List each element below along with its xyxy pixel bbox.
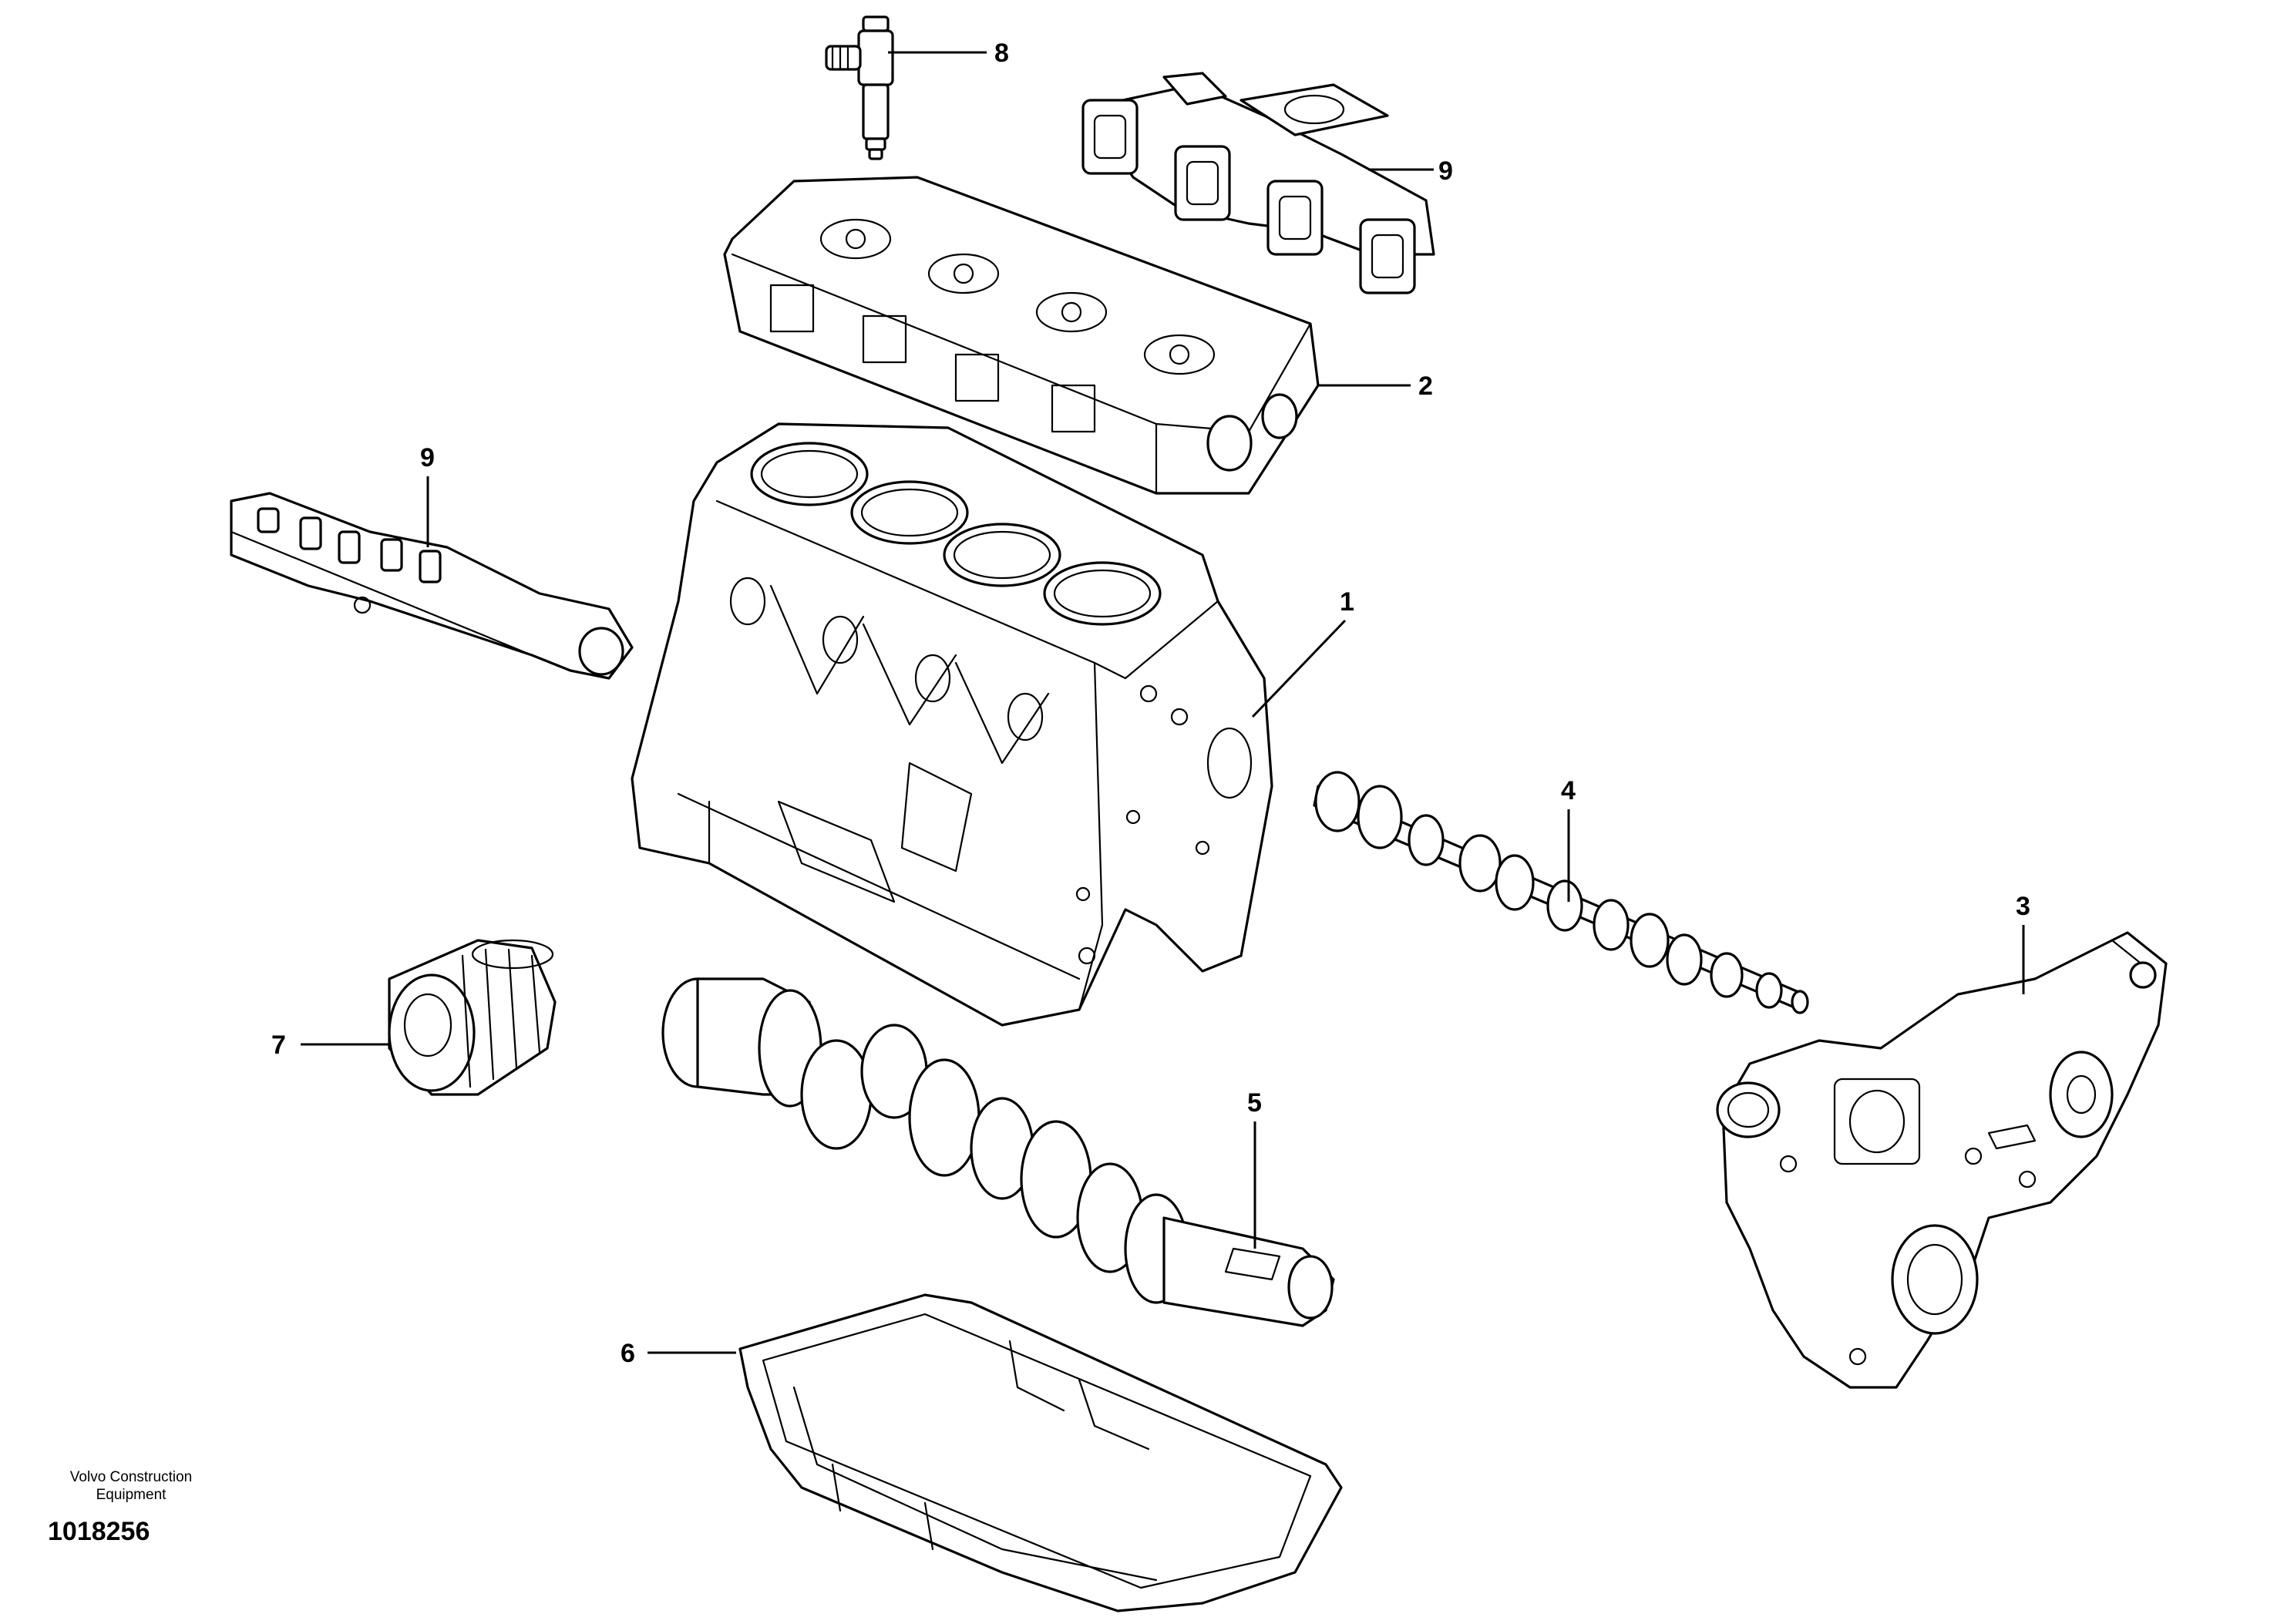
callout-5: 5 — [1247, 1088, 1262, 1118]
callout-7: 7 — [271, 1031, 286, 1060]
timing-cover-drawing — [1716, 931, 2168, 1389]
oil-filter-drawing — [388, 939, 557, 1096]
crankshaft-drawing — [661, 977, 1335, 1327]
callout-9b: 9 — [420, 443, 435, 472]
callout-9a: 9 — [1438, 156, 1453, 186]
callout-1: 1 — [1340, 587, 1354, 617]
callout-2: 2 — [1418, 372, 1433, 401]
callout-6: 6 — [621, 1339, 635, 1368]
callout-8: 8 — [994, 39, 1009, 68]
intake-manifold-drawing — [230, 492, 634, 680]
injector-drawing — [825, 15, 894, 160]
cylinder-head-drawing — [723, 176, 1320, 495]
oil-pan-drawing — [738, 1293, 1343, 1612]
leader-lines — [301, 51, 2025, 1354]
publisher-line-1: Volvo Construction — [69, 1469, 193, 1485]
exhaust-manifold-drawing — [1081, 72, 1435, 294]
camshaft-drawing — [1313, 771, 1809, 1014]
publisher-label: Volvo Construction Equipment — [31, 1468, 231, 1504]
callout-labels: 8 9 2 9 1 4 3 7 5 6 — [271, 39, 2030, 1368]
publisher-line-2: Equipment — [96, 1487, 166, 1503]
leader-1 — [1251, 619, 1347, 718]
document-number: 1018256 — [48, 1517, 150, 1546]
cylinder-block-drawing — [631, 422, 1273, 1027]
callout-3: 3 — [2016, 892, 2030, 921]
callout-4: 4 — [1561, 776, 1576, 805]
